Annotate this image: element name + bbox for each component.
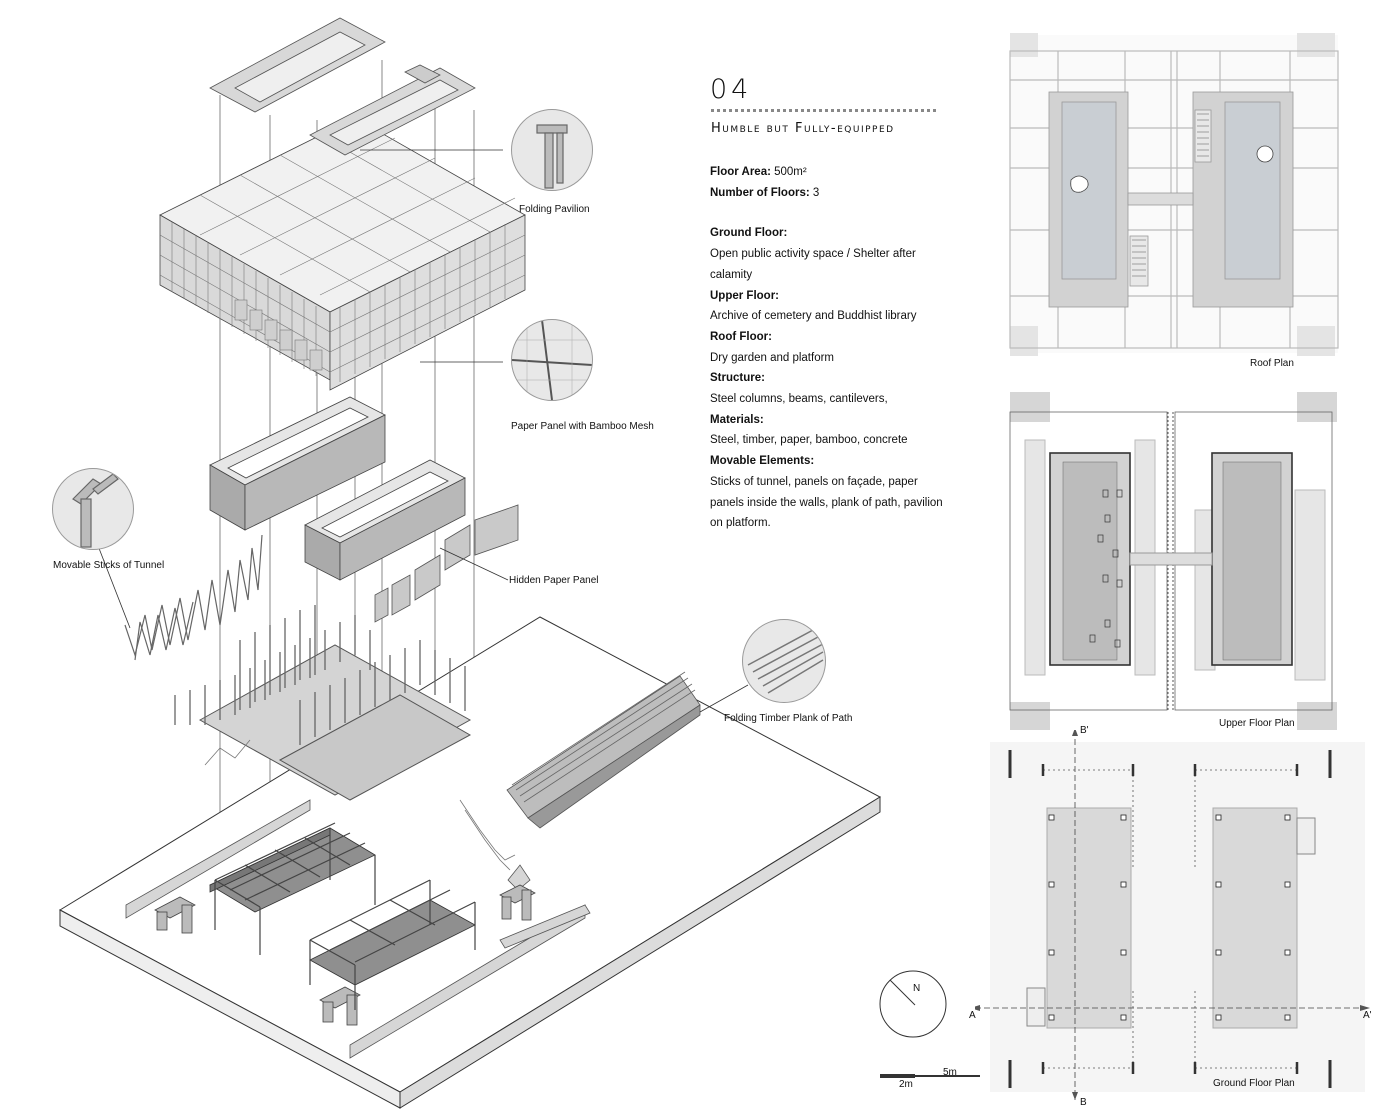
ground-floor-value: Open public activity space / Shelter aft… — [710, 248, 916, 281]
ground-floor-label: Ground Floor: — [710, 227, 788, 240]
floor-area-label: Floor Area: — [710, 166, 771, 178]
north-arrow — [879, 970, 980, 1078]
upper-box-2 — [304, 459, 466, 581]
north-label: N — [913, 983, 921, 994]
upper-floor-plan-label: Upper Floor Plan — [1219, 718, 1295, 729]
upper-floor-label: Upper Floor: — [710, 289, 779, 302]
callout-folding-pavilion: Folding Pavilion — [519, 204, 590, 215]
middle-structure — [198, 644, 472, 801]
materials-label: Materials: — [710, 413, 764, 426]
structure-value: Steel columns, beams, cantilevers, — [710, 393, 888, 406]
page-number: 04 — [710, 74, 753, 105]
folding-pavilion-detail-circle — [511, 109, 593, 191]
floors-value: 3 — [812, 186, 820, 199]
ground-floor-plan-label: Ground Floor Plan — [1213, 1078, 1295, 1089]
section-a-prime-label: A' — [1363, 1010, 1372, 1021]
movable-elements-value: Sticks of tunnel, panels on façade, pape… — [710, 475, 943, 530]
page-subtitle: Humble but Fully-equipped — [711, 121, 895, 136]
dotted-divider — [711, 109, 936, 112]
structure-label: Structure: — [710, 372, 765, 385]
upper-floor-plan — [1009, 392, 1337, 730]
ground-walls — [125, 799, 591, 1059]
movable-sticks-detail-circle — [52, 468, 134, 550]
callout-paper-panel: Paper Panel with Bamboo Mesh — [511, 421, 654, 432]
folding-timber-plank — [506, 675, 701, 829]
section-b-label: B — [1080, 1097, 1087, 1108]
benches — [154, 884, 536, 1026]
floor-area-value: 500m² — [774, 166, 807, 178]
upper-box-1 — [209, 396, 386, 531]
floors-label: Number of Floors: — [710, 186, 810, 199]
paper-panel-detail-circle — [511, 319, 593, 401]
upper-floor-value: Archive of cemetery and Buddhist library — [710, 310, 917, 323]
roof-floor-label: Roof Floor: — [710, 330, 772, 343]
section-b-prime-label: B' — [1080, 725, 1089, 736]
loose-facade-panels — [234, 299, 323, 371]
folding-timber-detail-circle — [742, 619, 826, 703]
section-a-label: A — [969, 1010, 976, 1021]
roof-plan-label: Roof Plan — [1250, 358, 1294, 369]
roof-plan — [1009, 33, 1339, 356]
project-info: Floor Area: 500m² Number of Floors: 3 Gr… — [710, 162, 950, 534]
tunnel-sticks — [124, 534, 263, 661]
scale-5m: 5m — [943, 1067, 957, 1078]
ground-floor-plan — [975, 730, 1370, 1100]
scale-2m: 2m — [899, 1079, 913, 1090]
movable-elements-label: Movable Elements: — [710, 455, 815, 468]
ground-frame-1-grid — [214, 822, 376, 955]
exploded-axonometric — [58, 17, 882, 1109]
roof-pavilion — [209, 17, 476, 156]
ground-frame-1 — [209, 827, 376, 913]
callout-folding-timber: Folding Timber Plank of Path — [724, 713, 853, 724]
callout-hidden-paper: Hidden Paper Panel — [509, 575, 599, 586]
base-slab — [58, 616, 882, 1109]
materials-value: Steel, timber, paper, bamboo, concrete — [710, 434, 908, 447]
callout-movable-sticks: Movable Sticks of Tunnel — [53, 560, 165, 571]
facade-box — [159, 117, 526, 391]
roof-floor-value: Dry garden and platform — [710, 351, 835, 364]
